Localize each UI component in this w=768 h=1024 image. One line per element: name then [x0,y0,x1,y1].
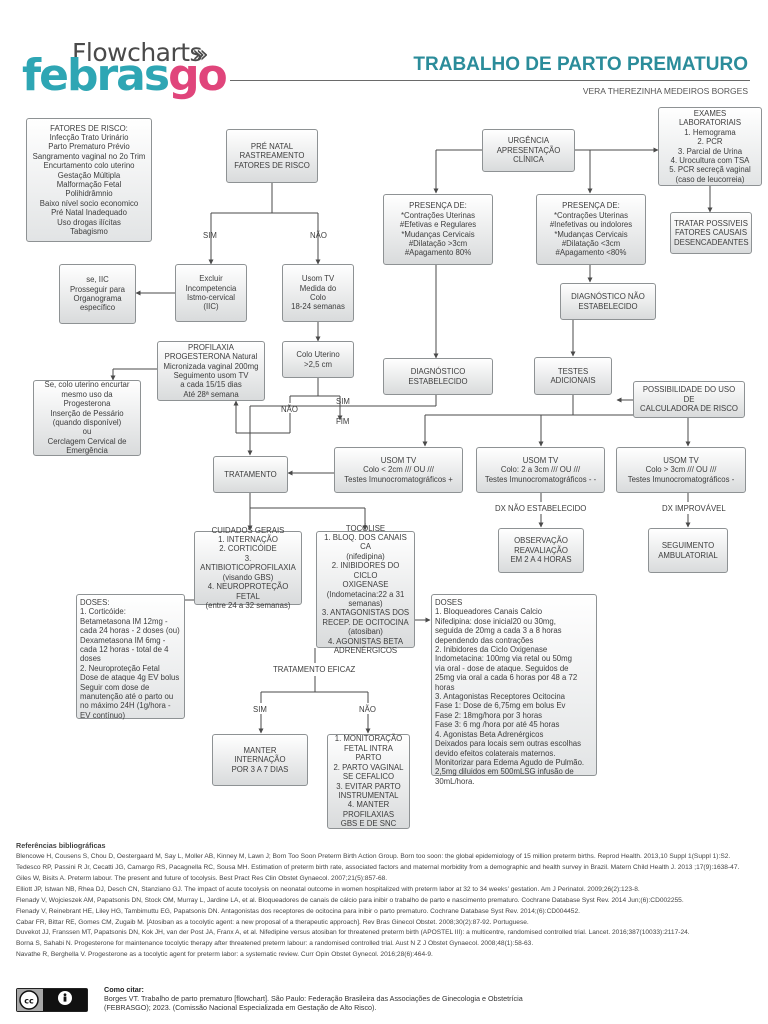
label-sim-1: SIM [203,231,217,240]
label-dx-nao-estabelecido: DX NÃO ESTABELECIDO [495,504,587,513]
manter-internacao-box: MANTER INTERNAÇÃO POR 3 A 7 DIAS [212,734,308,786]
citation-text: Borges VT. Trabalho de parto prematuro [… [104,993,523,1012]
prenatal-box: PRÉ NATAL RASTREAMENTO FATORES DE RISCO [226,129,318,183]
page-title: TRABALHO DE PARTO PREMATURO [413,54,748,75]
observacao-box: OBSERVAÇÃO REAVALIAÇÃO EM 2 A 4 HORAS [498,528,584,573]
doses-tocolise-box: DOSES 1. Bloqueadores Canais Calcio Nife… [431,594,597,786]
presenca1-box: PRESENÇA DE: *Contrações Uterinas #Efeti… [383,194,493,265]
profilaxia-box: PROFILAXIA PROGESTERONA Natural Microniz… [157,341,265,401]
excluir-iic-box: Excluir Incompetencia Istmo-cervical (II… [175,264,247,322]
febrasgo-logo: febrasgo [22,50,228,101]
references-title: Referências bibliográficas [16,841,106,850]
citation-block: Como citar: Borges VT. Trabalho de parto… [104,985,544,1012]
label-nao-2: NÃO [281,405,298,414]
reference-item: Blencowe H, Cousens S, Chou D, Oestergaa… [16,852,731,860]
se-iic-box: se, IIC Prosseguir para Organograma espe… [59,264,136,324]
label-tratamento-eficaz: TRATAMENTO EFICAZ [273,665,356,674]
urgencia-box: URGÊNCIA APRESENTAÇÃO CLÍNICA [482,129,575,172]
risk-factors-box: FATORES DE RISCO: Infecção Trato Urinári… [26,118,152,242]
testes-adicionais-box: TESTES ADICIONAIS [534,357,612,395]
tratamento-box: TRATAMENTO [213,456,288,493]
dx-nao-estabelecido-box: DIAGNÓSTICO NÃO ESTABELECIDO [560,283,656,320]
usom-colo-2-3-box: USOM TV Colo: 2 a 3cm /// OU /// Testes … [476,447,605,493]
label-sim-2: SIM [336,397,350,406]
doses-corticoide-box: DOSES: 1. Corticóide: Betametasona IM 12… [76,594,185,720]
reference-item: Tedesco RP, Passini R Jr, Cecatti JG, Ca… [16,863,740,871]
reference-item: Duvekot JJ, Franssen MT, Papatsonis DN, … [16,929,690,937]
reference-item: Elliott JP, Istwan NB, Rhea DJ, Desch CN… [16,885,640,893]
se-colo-encurtar-box: Se, colo uterino encurtar mesmo uso da P… [33,380,141,456]
label-nao-1: NÃO [310,231,327,240]
references-section: Referências bibliográficas Blencowe H, C… [16,841,756,962]
label-sim-3: SIM [253,705,267,714]
reference-item: Flenady V, Reinebrant HE, Liley HG, Tamb… [16,907,580,915]
svg-text:cc: cc [24,997,34,1006]
author-name: VERA THEREZINHA MEDEIROS BORGES [582,86,748,96]
logo-flowcharts-text: Flowcharts [72,38,203,67]
cc-license-graphic: cc [17,989,87,1011]
cuidados-gerais-box: CUIDADOS GERAIS 1. INTERNAÇÃO 2. CORTICÓ… [194,526,302,610]
colo-uterino-box: Colo Uterino >2,5 cm [282,341,354,378]
tocolise-box: TOCÓLISE 1. BLOQ. DOS CANAIS CA (nifedip… [316,524,415,655]
reference-item: Navathe R, Berghella V. Progesterone as … [16,951,433,959]
seguimento-ambulatorial-box: SEGUIMENTO AMBULATORIAL [648,528,728,573]
presenca2-box: PRESENÇA DE: *Contrações Uterinas #Inefe… [536,194,646,265]
logo-main-b: go [168,50,228,101]
reference-item: Cabar FR, Bittar RE, Gomes CM, Zugaib M.… [16,918,529,926]
logo-main-a: febras [22,50,170,101]
reference-item: Giles W, Bisits A. Preterm labour. The p… [16,874,388,882]
dx-estabelecido-box: DIAGNÓSTICO ESTABELECIDO [383,358,493,395]
usom-colo-menor-2-box: USOM TV Colo < 2cm /// OU /// Testes Imu… [334,447,463,493]
monitoracao-box: 1. MONITORAÇÃO FETAL INTRA PARTO 2. PART… [327,734,410,829]
label-fim: FIM [336,417,350,426]
citation-label: Como citar: [104,985,144,994]
reference-item: Flenady V, Wojcieszek AM, Papatsonis DN,… [16,896,684,904]
cc-by-icon: cc [16,988,88,1012]
usom-medida-colo-box: Usom TV Medida do Colo 18-24 semanas [282,264,354,322]
usom-colo-maior-3-box: USOM TV Colo > 3cm /// OU /// Testes Imu… [616,447,746,493]
exames-box: EXAMES LABORATORIAIS 1. Hemograma 2. PCR… [658,107,762,186]
possibilidade-calculadora-box: POSSIBILIDADE DO USO DE CALCULADORA DE R… [633,381,745,418]
label-nao-3: NÃO [359,705,376,714]
tratar-causas-box: TRATAR POSSIVEIS FATORES CAUSAIS DESENCA… [670,212,752,254]
label-dx-improvavel: DX IMPROVÁVEL [662,504,726,513]
title-divider [230,80,750,81]
reference-item: Borna S, Sahabi N. Progesterone for main… [16,940,534,948]
